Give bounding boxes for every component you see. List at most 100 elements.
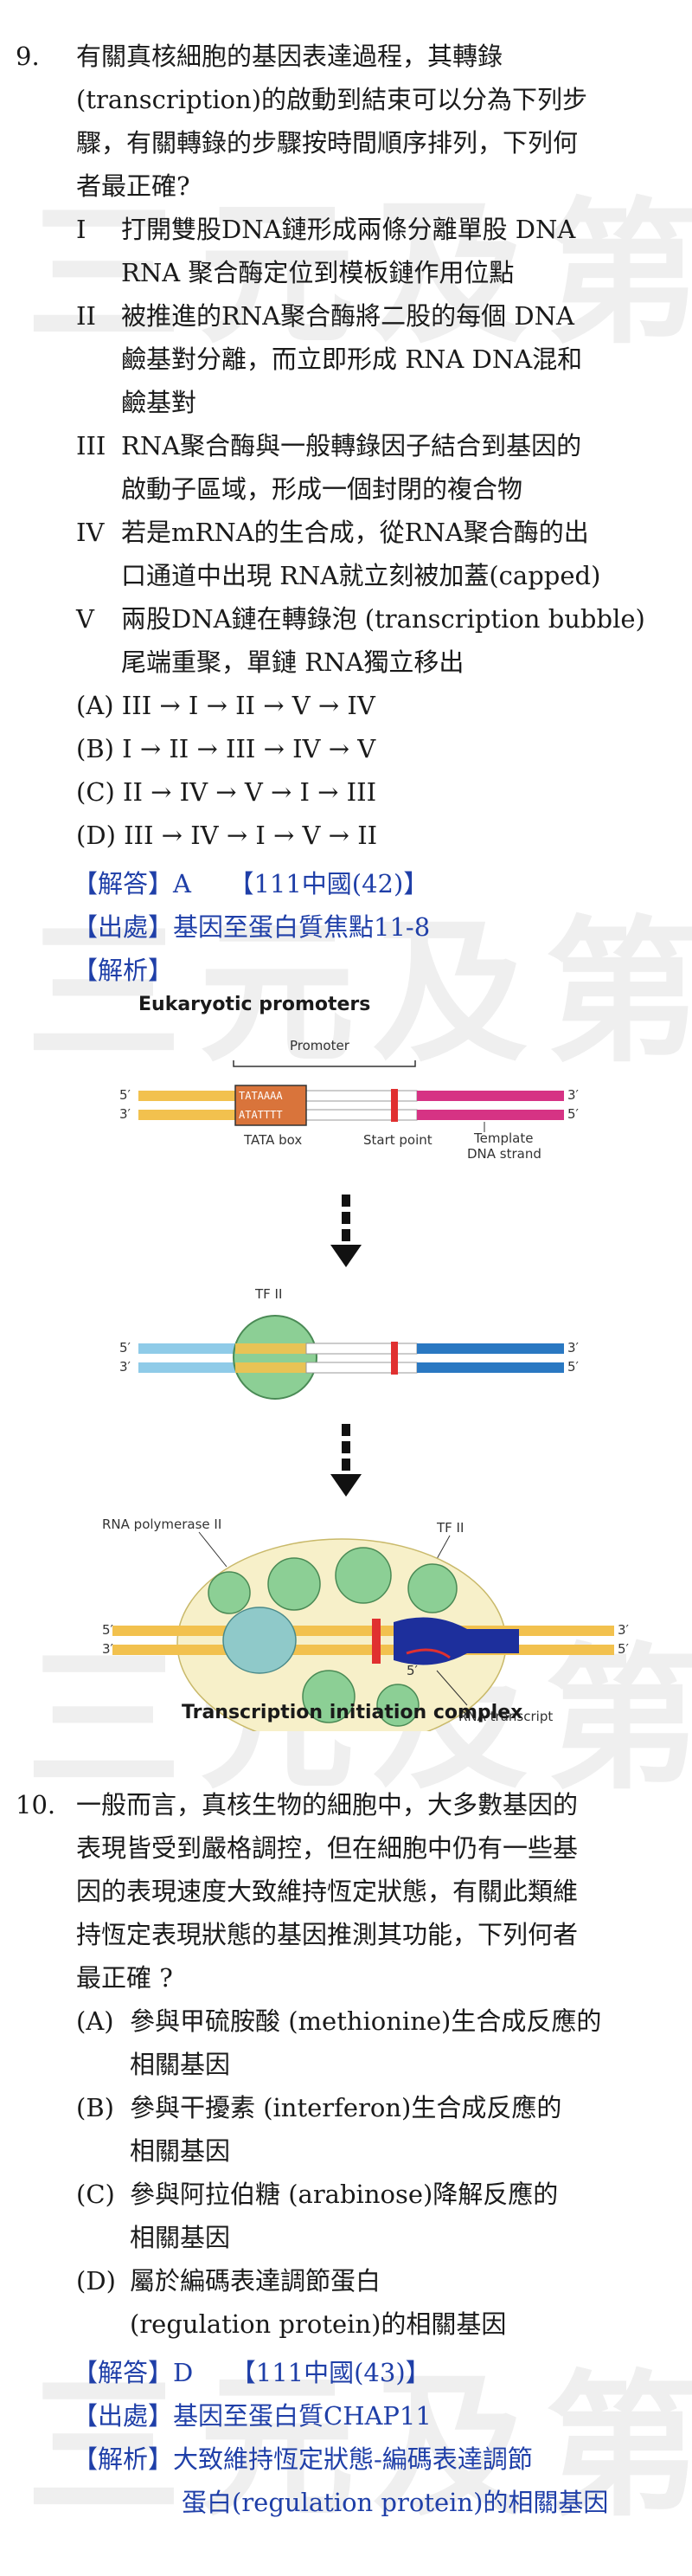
- step-line: 若是mRNA的生合成，從RNA聚合酶的出: [121, 518, 589, 547]
- step-line: RNA 聚合酶定位到模板鏈作用位點: [121, 258, 515, 287]
- question-stem: 有關真核細胞的基因表達過程，其轉錄 (transcription)的啟動到結束可…: [76, 35, 664, 208]
- start-point-marker: [391, 1089, 398, 1122]
- start-point-marker: [391, 1342, 398, 1375]
- stem-line: 有關真核細胞的基因表達過程，其轉錄: [76, 42, 503, 71]
- step-line: RNA聚合酶與一般轉錄因子結合到基因的: [121, 431, 582, 460]
- stem-line: 表現皆受到嚴格調控，但在細胞中仍有一些基: [76, 1833, 579, 1863]
- tf2-protein: [267, 1557, 321, 1611]
- step-line: 口通道中出現 RNA就立刻被加蓋(capped): [121, 561, 601, 590]
- rna-polymerase-label: RNA polymerase II: [102, 1517, 221, 1532]
- tf2-protein: [233, 1315, 317, 1400]
- option-key: (D): [76, 2266, 116, 2296]
- step-line: 尾端重聚，單鏈 RNA獨立移出: [121, 647, 465, 677]
- tf2-label: TF II: [254, 1286, 282, 1302]
- five-prime-label: 5′: [567, 1106, 580, 1122]
- option-line: 屬於編碼表達調節蛋白: [130, 2266, 381, 2296]
- figure-caption: Transcription initiation complex: [182, 1702, 523, 1723]
- dna-strand-darkblue: [417, 1343, 564, 1354]
- five-prime-label: 5′: [119, 1087, 131, 1103]
- step-line: 啟動子區域，形成一個封閉的複合物: [121, 474, 523, 504]
- tf2-protein: [376, 1684, 420, 1727]
- option-c: (C) II → IV → V → I → III: [76, 777, 377, 807]
- step-roman: III: [76, 431, 106, 460]
- template-label: DNA strand: [467, 1146, 541, 1162]
- three-prime-label: 3′: [618, 1622, 630, 1638]
- analysis-label: 【解析】: [73, 956, 174, 985]
- template-label: Template: [473, 1130, 533, 1146]
- answer-label: 【解答】D 【111中國(43)】: [73, 2358, 431, 2387]
- tf2-protein: [302, 1670, 356, 1723]
- tf2-protein: [208, 1571, 251, 1614]
- transcription-bubble: [394, 1617, 519, 1665]
- stem-line: 持恆定表現狀態的基因推測其功能，下列何者: [76, 1920, 579, 1949]
- dna-strand-magenta: [417, 1110, 564, 1120]
- step-line: 兩股DNA鏈在轉錄泡 (transcription bubble): [121, 604, 645, 634]
- three-prime-label: 3′: [567, 1340, 580, 1356]
- five-prime-label: 5′: [567, 1359, 580, 1375]
- step-line: 鹼基對分離，而立即形成 RNA DNA混和: [121, 345, 583, 374]
- step-line: 打開雙股DNA鏈形成兩條分離單股 DNA: [121, 215, 576, 244]
- question-number: 9.: [16, 42, 40, 71]
- five-prime-label: 5′: [407, 1663, 419, 1678]
- dna-strand-yellow: [138, 1110, 235, 1120]
- dna-strand-darkblue: [417, 1362, 564, 1373]
- question-stem: 一般而言，真核生物的細胞中，大多數基因的 表現皆受到嚴格調控，但在細胞中仍有一些…: [76, 1783, 664, 2000]
- question-number: 10.: [16, 1790, 56, 1819]
- step-line: 被推進的RNA聚合酶將二股的每個 DNA: [121, 301, 574, 331]
- five-prime-label: 5′: [618, 1641, 630, 1657]
- option-a: (A) III → I → II → V → IV: [76, 691, 375, 720]
- promoter-bracket: [233, 1060, 416, 1067]
- step-roman: V: [76, 604, 94, 634]
- tf2-protein: [407, 1563, 458, 1613]
- option-line: 相關基因: [130, 2050, 231, 2079]
- answer-label: 【解答】A 【111中國(42)】: [73, 869, 429, 898]
- option-d: (D) III → IV → I → V → II: [76, 821, 378, 850]
- option-key: (A): [76, 2006, 114, 2036]
- stem-line: 驟，有關轉錄的步驟按時間順序排列，下列何: [76, 128, 579, 158]
- rna-transcript-label: RNA transcript: [458, 1709, 553, 1724]
- step-roman: II: [76, 301, 96, 331]
- step-line: 鹼基對: [121, 388, 197, 417]
- three-prime-label: 3′: [102, 1641, 114, 1657]
- dna-strand-lightblue: [138, 1343, 235, 1354]
- analysis-line: 蛋白(regulation protein)的相關基因: [182, 2488, 609, 2517]
- tata-top-seq: TATAAAA: [239, 1090, 283, 1102]
- tf2-protein: [335, 1547, 392, 1604]
- watermark: 三元及第: [26, 184, 692, 365]
- down-arrow-icon: [330, 1424, 362, 1497]
- stem-line: 一般而言，真核生物的細胞中，大多數基因的: [76, 1790, 579, 1819]
- tata-box-label: TATA box: [243, 1132, 302, 1148]
- three-prime-label: 3′: [119, 1106, 131, 1122]
- option-key: (B): [76, 2093, 114, 2122]
- dna-strand-yellow: [138, 1091, 235, 1101]
- option-key: (C): [76, 2180, 115, 2209]
- option-line: 參與甲硫胺酸 (methionine)生合成反應的: [130, 2006, 602, 2036]
- dna-strand-magenta: [417, 1091, 564, 1101]
- analysis-label: 【解析】大致維持恆定狀態-編碼表達調節: [73, 2444, 533, 2474]
- option-line: (regulation protein)的相關基因: [130, 2309, 507, 2339]
- tf2-protein: [222, 1607, 297, 1674]
- tf2-label: TF II: [436, 1520, 464, 1536]
- source-label: 【出處】基因至蛋白質CHAP11: [73, 2401, 432, 2431]
- promoter-label: Promoter: [290, 1038, 350, 1053]
- stem-line: 最正確 ?: [76, 1963, 173, 1993]
- option-line: 相關基因: [130, 2223, 231, 2252]
- stem-line: 因的表現速度大致維持恆定狀態，有關此類維: [76, 1877, 579, 1906]
- source-label: 【出處】基因至蛋白質焦點11-8: [73, 912, 431, 942]
- rna-transcript: [406, 1648, 451, 1659]
- option-line: 相關基因: [130, 2136, 231, 2166]
- step-roman: I: [76, 215, 86, 244]
- start-point-label: Start point: [363, 1132, 432, 1148]
- tata-bottom-seq: ATATTTT: [239, 1109, 283, 1121]
- three-prime-label: 3′: [119, 1359, 131, 1375]
- dna-strand-lightblue: [138, 1362, 235, 1373]
- stem-line: 者最正確?: [76, 171, 190, 201]
- option-line: 參與阿拉伯糖 (arabinose)降解反應的: [130, 2180, 559, 2209]
- transcription-figure: Promoter 5′ 3′ TATAAAA ATATTTT 3′ 5′ TAT…: [102, 1038, 630, 1731]
- five-prime-label: 5′: [119, 1340, 131, 1356]
- step-roman: IV: [76, 518, 105, 547]
- five-prime-label: 5′: [102, 1622, 114, 1638]
- stem-line: (transcription)的啟動到結束可以分為下列步: [76, 85, 588, 114]
- figure-title: Eukaryotic promoters: [138, 994, 371, 1015]
- three-prime-label: 3′: [567, 1087, 580, 1103]
